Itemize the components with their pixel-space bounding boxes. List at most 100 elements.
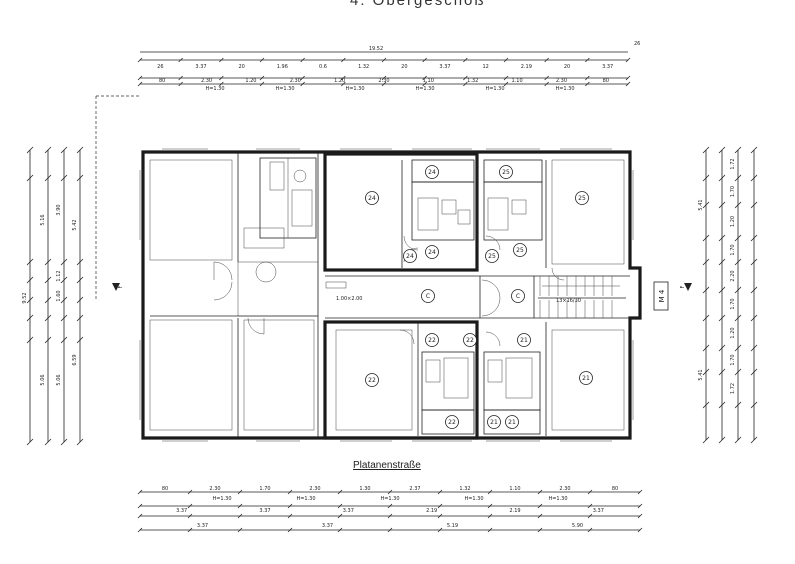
room-circle xyxy=(445,415,459,429)
top-dim-row2: 80 xyxy=(603,78,609,84)
bottom-dim-row1: 2.37 xyxy=(409,486,420,492)
right-dim-b: 1.70 xyxy=(730,354,736,365)
room-circle xyxy=(421,289,435,303)
room-circle xyxy=(513,243,527,257)
top-dim-row1: 2.19 xyxy=(521,64,532,70)
room-circle xyxy=(365,373,379,387)
bottom-dim-row1: 80 xyxy=(162,486,168,492)
bottom-dim-row3: 5.90 xyxy=(572,523,583,529)
bottom-dim-row1-sub: H=1.30 xyxy=(296,496,315,502)
bottom-dim-row2: 2.19 xyxy=(426,508,437,514)
stair-label: 13×16/30 xyxy=(556,298,581,304)
right-dim-b: 2.20 xyxy=(730,270,736,281)
top-total-dimension: 19.52 xyxy=(369,46,383,52)
top-dim-row2-sub: H=1.30 xyxy=(205,86,224,92)
right-dim-b: 1.20 xyxy=(730,327,736,338)
room-number: 21 xyxy=(582,375,590,382)
top-dim-row1: 3.37 xyxy=(195,64,206,70)
bottom-dim-row1: 1.30 xyxy=(359,486,370,492)
plan-title: 4. Obergeschoß xyxy=(350,0,486,9)
bottom-dim-row2: 3.37 xyxy=(593,508,604,514)
bottom-dim-row1: 2.30 xyxy=(559,486,570,492)
room-circle xyxy=(499,165,513,179)
right-dimension-chain: 5.41 5.41 1.72 1.70 1.20 1.70 2.20 1.70 1.20 1.… xyxy=(698,146,758,444)
bottom-dim-row1: 80 xyxy=(612,486,618,492)
room-number: 21 xyxy=(490,419,498,426)
room-number: 22 xyxy=(368,377,376,384)
room-circle xyxy=(579,371,593,385)
top-dim-row1: 20 xyxy=(564,64,570,70)
door-swings xyxy=(213,235,565,347)
right-dim-b: 1.72 xyxy=(730,383,736,394)
room-circle xyxy=(403,249,417,263)
top-dim-row2: 2.30 xyxy=(556,78,567,84)
bottom-dim-row2: 3.37 xyxy=(176,508,187,514)
room-circle xyxy=(505,415,519,429)
room-circle xyxy=(425,245,439,259)
top-dim-row2-sub: H=1.30 xyxy=(485,86,504,92)
top-dim-row1: 20 xyxy=(401,64,407,70)
room-circle xyxy=(511,289,525,303)
top-dim-row2: 1.32 xyxy=(467,78,478,84)
section-marker-left: F xyxy=(118,285,124,288)
window-marks xyxy=(139,148,634,442)
bottom-dim-row2: 3.37 xyxy=(259,508,270,514)
bottom-dim-row3: 5.19 xyxy=(447,523,458,529)
bottom-dim-row1: 2.30 xyxy=(309,486,320,492)
top-dim-row2-sub: H=1.30 xyxy=(345,86,364,92)
top-dim-row2: 2.30 xyxy=(378,78,389,84)
top-dim-row2: 1.20 xyxy=(334,78,345,84)
left-dim-b2: 1.60 xyxy=(56,290,62,301)
corridor-label: 1.00×2.00 xyxy=(336,296,362,302)
room-number: 25 xyxy=(502,169,510,176)
room-number: 24 xyxy=(428,249,436,256)
top-dim-row1: 3.37 xyxy=(439,64,450,70)
room-circle xyxy=(425,165,439,179)
left-dim-a0: 5.16 xyxy=(40,214,46,225)
room-circle xyxy=(463,333,477,347)
room-number: 24 xyxy=(406,253,414,260)
right-dim-a0: 5.41 xyxy=(698,199,704,210)
top-dim-row1: 20 xyxy=(238,64,244,70)
room-number: 24 xyxy=(428,169,436,176)
bottom-dim-row2: 2.19 xyxy=(509,508,520,514)
right-dim-b: 1.72 xyxy=(730,158,736,169)
bottom-dim-row1-sub: H=1.30 xyxy=(548,496,567,502)
outer-walls xyxy=(141,150,642,440)
left-dim-b3: 5.06 xyxy=(40,374,46,385)
room-number: 21 xyxy=(508,419,516,426)
bottom-dim-row1: 1.10 xyxy=(509,486,520,492)
room-circle xyxy=(487,415,501,429)
right-dim-b: 1.20 xyxy=(730,216,736,227)
room-circle xyxy=(517,333,531,347)
top-dim-row2-sub: H=1.30 xyxy=(555,86,574,92)
room-circle xyxy=(485,249,499,263)
top-dim-row2-sub: H=1.30 xyxy=(415,86,434,92)
top-dim-row1: 1.96 xyxy=(277,64,288,70)
street-name: Platanenstraße xyxy=(353,460,421,471)
left-dim-a1: 5.42 xyxy=(72,219,78,230)
left-dimension-chain: 5.16 5.42 9.52 6.59 3.90 1.12 1.60 5.06 … xyxy=(22,146,84,446)
left-dim-a2: 9.52 xyxy=(22,292,28,303)
bottom-dim-row1-sub: H=1.30 xyxy=(212,496,231,502)
bottom-dim-row1-sub: H=1.30 xyxy=(380,496,399,502)
top-dim-row1: 1.32 xyxy=(358,64,369,70)
top-dim-row1: 3.37 xyxy=(602,64,613,70)
bottom-dim-row1: 1.32 xyxy=(459,486,470,492)
section-markers: F F M 4 xyxy=(95,95,692,311)
left-dim-a3: 6.59 xyxy=(72,354,78,365)
left-dim-b1: 1.12 xyxy=(56,270,62,281)
room-number: 24 xyxy=(368,195,376,202)
right-dim-a1: 5.41 xyxy=(698,369,704,380)
right-dim-b: 1.70 xyxy=(730,298,736,309)
interior-walls xyxy=(149,152,630,440)
room-circle xyxy=(365,191,379,205)
top-dim-row2: 80 xyxy=(159,78,165,84)
room-number: C xyxy=(426,293,430,300)
right-dim-b: 1.70 xyxy=(730,244,736,255)
left-dim-b3b: 5.06 xyxy=(56,374,62,385)
axis-marker: M 4 xyxy=(658,289,666,302)
room-circle xyxy=(575,191,589,205)
